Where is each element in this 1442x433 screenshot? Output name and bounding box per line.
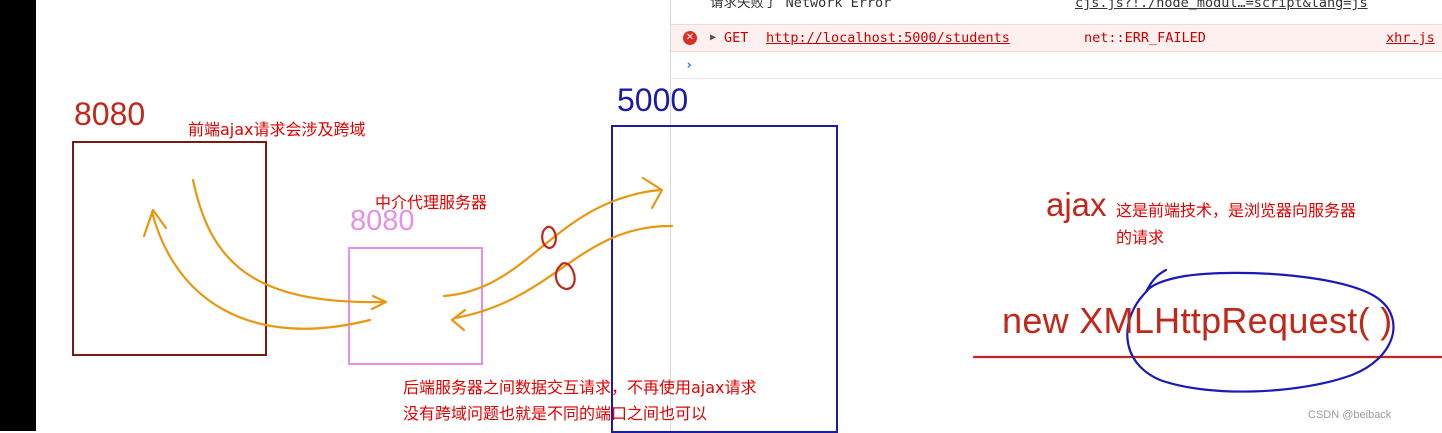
backend-note-line1: 后端服务器之间数据交互请求，不再使用ajax请求 [403, 378, 757, 397]
arrow-client-to-proxy [191, 178, 387, 304]
client-ajax-note: 前端ajax请求会涉及跨域 [188, 120, 366, 139]
client-port-label: 8080 [74, 96, 146, 132]
console-error-row[interactable]: ✕ ▶ GET http://localhost:5000/students n… [670, 24, 1442, 52]
console-error-method: GET [724, 30, 749, 46]
console-warning-message: 请求失败了 Network Error [710, 0, 892, 11]
devtools-console: 请求失败了 Network Error cjs.js?!./node_modul… [670, 0, 1442, 79]
arrowhead-client-to-proxy [370, 294, 388, 311]
proxy-title: 中介代理服务器 [375, 193, 488, 212]
error-circle-icon: ✕ [683, 31, 697, 45]
console-warning-source-link[interactable]: cjs.js?!./node_modul…=script&lang=js [1075, 0, 1368, 11]
marker-circle-2 [554, 262, 576, 291]
server-port-label: 5000 [617, 82, 689, 118]
console-prompt-chevron-icon: › [685, 57, 694, 73]
arrow-proxy-to-client [150, 210, 372, 330]
console-error-url-link[interactable]: http://localhost:5000/students [766, 30, 1010, 46]
xmlhttprequest-code: new XMLHttpRequest( ) [1002, 300, 1393, 341]
arrowhead-proxy-to-client [142, 208, 168, 238]
ajax-keyword: ajax [1046, 186, 1107, 223]
xhr-circle-highlight [1126, 268, 1395, 393]
arrowhead-proxy-to-server [641, 176, 664, 210]
expand-triangle-icon[interactable]: ▶ [710, 32, 717, 43]
console-warning-row: 请求失败了 Network Error cjs.js?!./node_modul… [670, 0, 1442, 16]
client-box-8080 [72, 141, 267, 356]
marker-circle-1 [541, 225, 557, 250]
ajax-description-line2: 的请求 [1116, 228, 1165, 247]
console-prompt-row[interactable]: › [670, 52, 1442, 78]
proxy-box-8080 [348, 247, 483, 365]
panel-divider [670, 0, 671, 431]
arrow-server-to-proxy [453, 224, 674, 320]
console-error-status: net::ERR_FAILED [1084, 30, 1206, 46]
left-black-strip [0, 0, 36, 431]
arrowhead-server-to-proxy [450, 308, 467, 332]
ajax-description-line1: 这是前端技术，是浏览器向服务器 [1116, 201, 1357, 220]
proxy-port-label: 8080 [350, 205, 415, 237]
backend-note-line2: 没有跨域问题也就是不同的端口之间也可以 [403, 404, 708, 423]
csdn-watermark: CSDN @beiback [1308, 409, 1392, 421]
console-error-source-link[interactable]: xhr.js [1386, 30, 1435, 46]
